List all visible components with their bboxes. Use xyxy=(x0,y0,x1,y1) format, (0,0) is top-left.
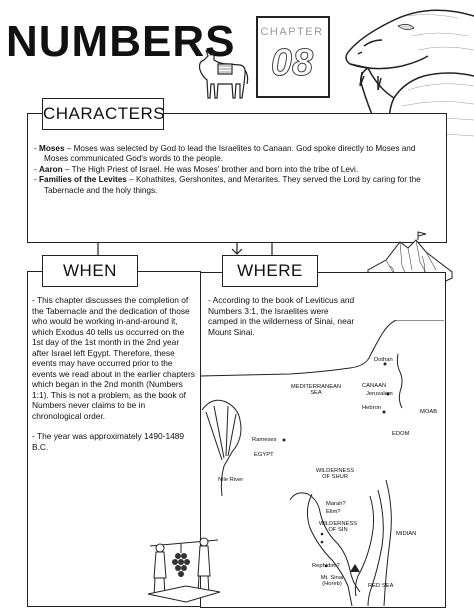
where-heading: WHERE xyxy=(222,255,318,287)
map-label-nile-river: Nile River xyxy=(218,477,244,483)
map-label-wilderness-of-shur: WILDERNESS OF SHUR xyxy=(315,468,355,481)
character-desc: – Moses was selected by God to lead the … xyxy=(44,144,416,164)
character-name: Families of the Levites xyxy=(39,175,127,185)
chapter-label: CHAPTER xyxy=(260,26,324,38)
when-paragraph-2: - The year was approximately 1490-1489 B… xyxy=(32,431,185,452)
spies-with-grapes-illustration xyxy=(147,537,221,603)
character-item-aaron: - Aaron – The High Priest of Israel. He … xyxy=(34,164,359,174)
map-label-edom: EDOM xyxy=(392,431,410,437)
characters-list: - Moses – Moses was selected by God to l… xyxy=(34,144,440,196)
when-panel xyxy=(27,271,201,607)
map-label-canaan: CANAAN xyxy=(362,383,387,389)
map-label-rameses: Rameses xyxy=(252,437,277,443)
character-desc: – Kohathites, Gershonites, and Merarites… xyxy=(44,175,421,195)
when-paragraph-1: - This chapter discusses the completion … xyxy=(32,295,195,421)
map-label-rephidim: Rephidim? xyxy=(312,563,340,569)
map-label-egypt: EGYPT xyxy=(254,452,274,458)
where-panel xyxy=(200,272,446,608)
character-item-moses: - Moses – Moses was selected by God to l… xyxy=(34,144,416,164)
map-label-marah: Marah? xyxy=(326,501,346,507)
where-text: - According to the book of Leviticus and… xyxy=(208,295,355,337)
map-of-exodus-region xyxy=(200,320,444,606)
when-heading: WHEN xyxy=(42,255,138,287)
when-text: - This chapter discusses the completion … xyxy=(32,295,196,452)
chapter-number: 08 xyxy=(270,42,314,85)
map-label-midian: MIDIAN xyxy=(396,531,417,537)
map-label-mediterranean-sea: MEDITERRANEAN SEA xyxy=(290,384,342,397)
map-label-moab: MOAB xyxy=(420,409,438,415)
donkey-illustration xyxy=(198,49,249,99)
character-desc: – The High Priest of Israel. He was Mose… xyxy=(62,164,359,174)
page-title: NUMBERS xyxy=(6,17,236,66)
map-label-red-sea: RED SEA xyxy=(368,583,394,589)
character-item-levites: - Families of the Levites – Kohathites, … xyxy=(34,175,421,195)
map-label-dothan: Dothan xyxy=(374,357,393,363)
chapter-box xyxy=(256,16,330,98)
characters-heading: CHARACTERS xyxy=(42,98,165,130)
map-label-jerusalem: Jerusalem xyxy=(366,391,393,397)
map-label-wilderness-of-sin: WILDERNESS OF SIN xyxy=(318,521,358,534)
character-name: Moses xyxy=(39,144,65,153)
characters-panel xyxy=(27,113,447,243)
map-label-elim: Elim? xyxy=(326,509,341,515)
character-name: Aaron xyxy=(39,164,63,174)
map-label-mt-sinai: Mt. Sinai (Horeb) xyxy=(320,575,344,588)
map-label-hebron: Hebron xyxy=(362,405,382,411)
